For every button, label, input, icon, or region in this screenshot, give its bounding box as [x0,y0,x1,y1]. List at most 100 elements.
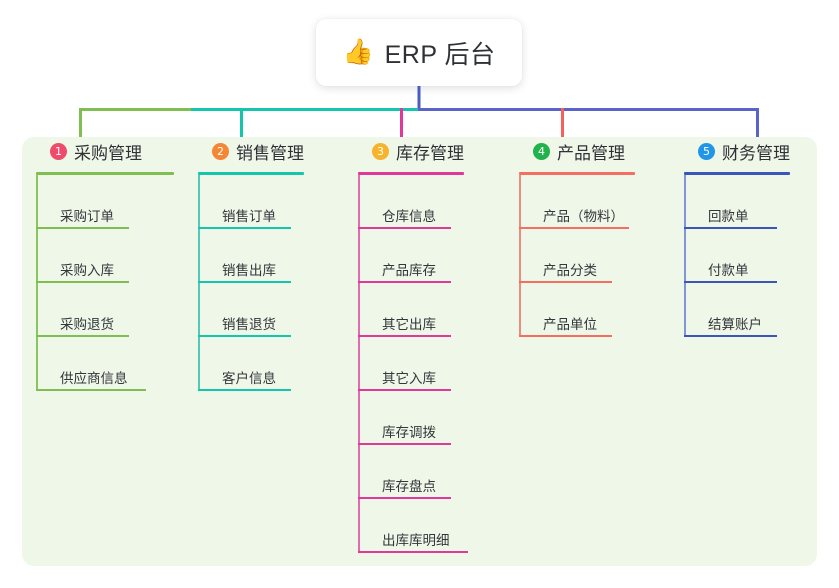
column-title-5: 财务管理 [722,143,790,163]
column-header-1[interactable]: 1 采购管理 [36,137,188,165]
leaf-item-label: 采购订单 [60,209,114,224]
leaf-item[interactable]: 采购订单 [36,175,188,229]
leaf-item[interactable]: 采购退货 [36,283,188,337]
leaf-item-rule [684,227,777,229]
leaf-item[interactable]: 库存调拨 [358,391,478,445]
leaf-item-rule [684,335,777,337]
mindmap-panel: 1 采购管理采购订单采购入库采购退货供应商信息 2 销售管理销售订单销售出库销售退货客… [22,137,817,566]
column-2: 2 销售管理销售订单销售出库销售退货客户信息 [198,137,318,391]
leaf-item-label: 库存盘点 [382,479,436,494]
leaf-item-label: 产品单位 [543,317,597,332]
column-rule-2 [198,172,304,175]
leaf-item[interactable]: 产品分类 [519,229,649,283]
leaf-item-label: 仓库信息 [382,209,436,224]
leaf-item-rule [36,389,146,391]
leaf-item[interactable]: 客户信息 [198,337,318,391]
leaf-item-label: 销售退货 [222,317,276,332]
leaf-item[interactable]: 仓库信息 [358,175,478,229]
column-5: 5 财务管理回款单付款单结算账户 [684,137,804,337]
thumbs-up-icon: 👍 [342,38,374,66]
leaf-item[interactable]: 其它出库 [358,283,478,337]
column-badge-2: 2 [212,142,229,160]
column-header-4[interactable]: 4 产品管理 [519,137,649,165]
column-rule-5 [684,172,790,175]
leaf-item-label: 客户信息 [222,371,276,386]
leaf-item-label: 采购入库 [60,263,114,278]
leaf-item-label: 库存调拨 [382,425,436,440]
leaf-item-rule [358,443,451,445]
leaf-item-rule [358,335,451,337]
leaf-item[interactable]: 产品单位 [519,283,649,337]
leaf-item-label: 回款单 [708,209,749,224]
leaf-item-rule [684,281,777,283]
leaf-item-label: 结算账户 [708,317,762,332]
leaf-item-rule [358,551,468,553]
column-spine-2 [198,175,200,391]
column-spine-5 [684,175,686,337]
column-header-2[interactable]: 2 销售管理 [198,137,318,165]
leaf-item[interactable]: 产品库存 [358,229,478,283]
leaf-item-label: 其它入库 [382,371,436,386]
column-spine-3 [358,175,360,553]
leaf-item-label: 销售出库 [222,263,276,278]
leaf-item-rule [519,335,612,337]
column-badge-4: 4 [533,142,550,160]
leaf-item-rule [519,227,629,229]
leaf-item-label: 采购退货 [60,317,114,332]
column-body-2: 销售订单销售出库销售退货客户信息 [198,175,318,391]
leaf-item[interactable]: 供应商信息 [36,337,188,391]
column-badge-3: 3 [372,142,389,160]
leaf-item-label: 出库库明细 [382,533,450,548]
leaf-item[interactable]: 销售退货 [198,283,318,337]
leaf-item[interactable]: 销售订单 [198,175,318,229]
leaf-item[interactable]: 采购入库 [36,229,188,283]
column-rule-4 [519,172,635,175]
column-badge-5: 5 [698,142,715,160]
leaf-item-label: 产品分类 [543,263,597,278]
leaf-item-rule [198,227,291,229]
leaf-item[interactable]: 付款单 [684,229,804,283]
connector-lines [79,86,759,148]
leaf-item-rule [36,335,129,337]
column-title-2: 销售管理 [236,143,304,163]
column-1: 1 采购管理采购订单采购入库采购退货供应商信息 [36,137,188,391]
column-rule-3 [358,172,464,175]
column-body-3: 仓库信息产品库存其它出库其它入库库存调拨库存盘点出库库明细 [358,175,478,553]
root-node-title: ERP 后台 [384,40,496,69]
leaf-item-rule [36,281,129,283]
column-title-4: 产品管理 [557,143,625,163]
column-spine-4 [519,175,521,337]
root-node-card[interactable]: 👍 ERP 后台 [316,19,522,86]
column-title-3: 库存管理 [396,143,464,163]
column-header-5[interactable]: 5 财务管理 [684,137,804,165]
leaf-item-label: 产品（物料） [543,209,624,224]
column-spine-1 [36,175,38,391]
leaf-item-rule [519,281,612,283]
leaf-item[interactable]: 结算账户 [684,283,804,337]
leaf-item-label: 其它出库 [382,317,436,332]
leaf-item[interactable]: 其它入库 [358,337,478,391]
column-body-5: 回款单付款单结算账户 [684,175,804,337]
leaf-item-label: 供应商信息 [60,371,128,386]
leaf-item[interactable]: 产品（物料） [519,175,649,229]
leaf-item-rule [358,227,451,229]
leaf-item-rule [358,389,451,391]
leaf-item-label: 付款单 [708,263,749,278]
leaf-item-rule [198,281,291,283]
column-title-1: 采购管理 [74,143,142,163]
leaf-item-rule [198,335,291,337]
column-body-4: 产品（物料） 产品分类产品单位 [519,175,649,337]
leaf-item[interactable]: 销售出库 [198,229,318,283]
column-4: 4 产品管理产品（物料） 产品分类产品单位 [519,137,649,337]
leaf-item[interactable]: 出库库明细 [358,499,478,553]
root-node-content: 👍 ERP 后台 [342,35,495,71]
leaf-item[interactable]: 回款单 [684,175,804,229]
column-badge-1: 1 [50,142,67,160]
leaf-item-label: 产品库存 [382,263,436,278]
column-header-3[interactable]: 3 库存管理 [358,137,478,165]
column-3: 3 库存管理仓库信息产品库存其它出库其它入库库存调拨库存盘点出库库明细 [358,137,478,553]
leaf-item[interactable]: 库存盘点 [358,445,478,499]
column-body-1: 采购订单采购入库采购退货供应商信息 [36,175,188,391]
column-rule-1 [36,172,174,175]
leaf-item-label: 销售订单 [222,209,276,224]
